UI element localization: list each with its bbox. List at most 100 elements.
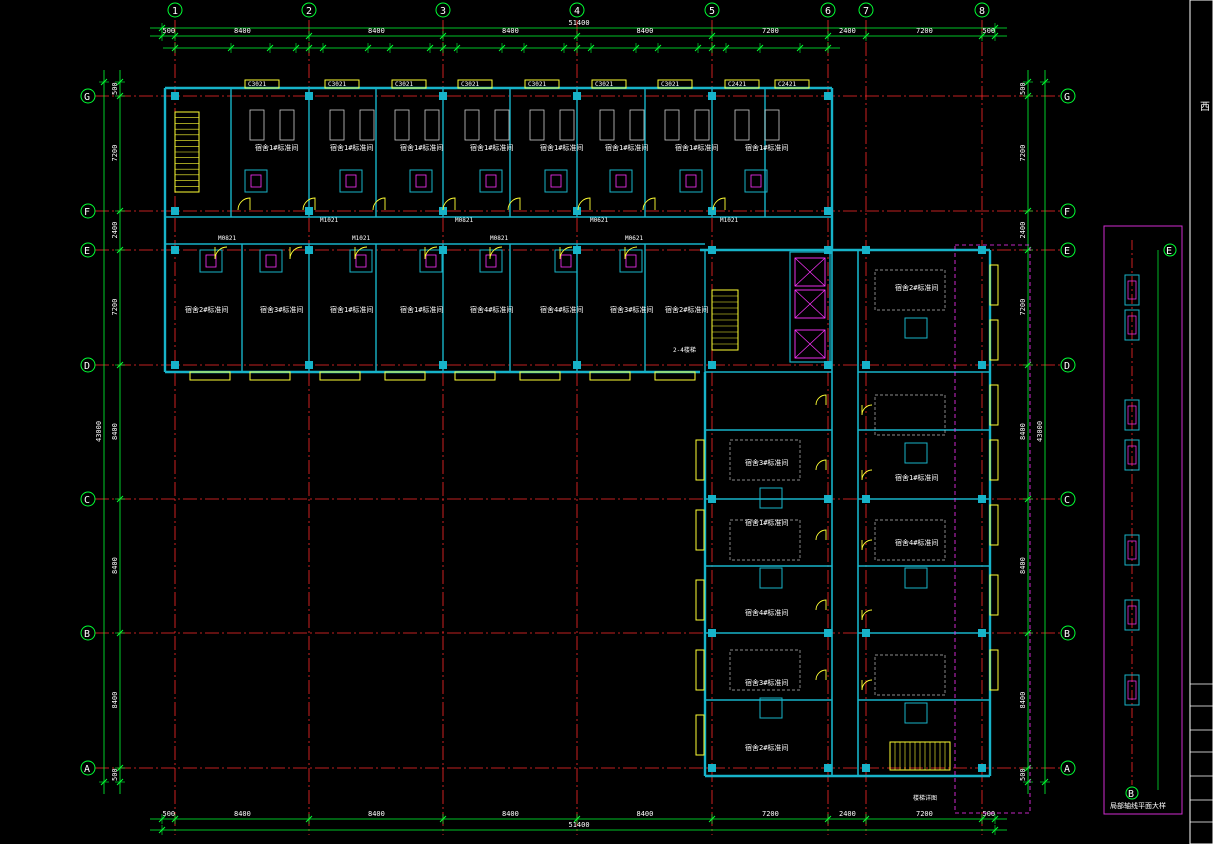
detail-panel-title: 局部轴线平面大样	[1110, 801, 1166, 810]
bathroom-pod-4	[544, 169, 568, 193]
axis-label-left-C: C	[84, 495, 90, 506]
dim-top-overall-label: 51400	[569, 19, 590, 27]
bathroom-pod-ew-0	[904, 317, 928, 339]
detail-fixture-4	[1127, 540, 1137, 560]
window-ew-west-3	[695, 649, 705, 691]
dim-bottom-overall-label: 51400	[569, 821, 590, 829]
bathroom-pod-10	[349, 249, 373, 273]
column	[708, 361, 716, 369]
window-tag-6: C3021	[661, 81, 679, 88]
dim-left-bays-label: 2400	[111, 222, 119, 239]
door-ew-west-1	[815, 459, 827, 471]
door-north-2	[372, 197, 386, 211]
dim-top-bays-label: 7200	[916, 27, 933, 35]
door-south-3	[424, 246, 438, 260]
column	[171, 246, 179, 254]
furniture-group-0	[874, 269, 946, 311]
bathroom-pod-6	[679, 169, 703, 193]
axis-label-left-A: A	[84, 764, 90, 775]
column	[708, 246, 716, 254]
door-ew-west-4	[815, 669, 827, 681]
dim-bottom-bays-label: 500	[983, 810, 996, 818]
window-north-7	[724, 79, 760, 89]
door-north-0	[237, 197, 251, 211]
column	[978, 764, 986, 772]
column	[305, 92, 313, 100]
column	[439, 207, 447, 215]
door-ew-east-1	[861, 469, 873, 481]
column	[824, 246, 832, 254]
axis-label-right-C: C	[1064, 495, 1070, 506]
window-south-1	[249, 371, 291, 381]
column	[305, 246, 313, 254]
toilet-fixture-9	[265, 254, 277, 268]
dim-right-bays-label: 2400	[1019, 222, 1027, 239]
axis-bubble-left-E	[80, 242, 96, 258]
window-north-8	[774, 79, 810, 89]
room-label-10: 宿舍1#标准间	[330, 305, 373, 314]
furniture-group-1	[874, 394, 946, 436]
window-south-2	[319, 371, 361, 381]
dim-bottom-bays-label: 8400	[368, 810, 385, 818]
axis-label-5: 5	[709, 6, 715, 17]
window-north-5	[591, 79, 627, 89]
toilet-fixture-14	[625, 254, 637, 268]
axis-label-3: 3	[440, 6, 446, 17]
axis-bubble-left-C	[80, 491, 96, 507]
column	[862, 495, 870, 503]
room-label-13: 宿舍4#标准间	[540, 305, 583, 314]
bed-5	[599, 109, 615, 141]
window-ew-west-0	[695, 439, 705, 481]
bathroom-pod-0	[244, 169, 268, 193]
window-ew-west-4	[695, 714, 705, 756]
window-ew-east-0	[989, 264, 999, 306]
toilet-fixture-3	[485, 174, 497, 188]
axis-bubble-left-A	[80, 760, 96, 776]
dim-top-bays-label: 8400	[234, 27, 251, 35]
axis-bubble-3	[435, 2, 451, 18]
door-south-4	[489, 246, 503, 260]
room-label-ew-3: 宿舍1#标准间	[745, 518, 788, 527]
column	[978, 246, 986, 254]
axis-label-left-F: F	[84, 207, 90, 218]
column	[573, 207, 581, 215]
room-label-7: 宿舍1#标准间	[745, 143, 788, 152]
column	[824, 92, 832, 100]
elevator-cross	[794, 257, 826, 287]
column	[573, 92, 581, 100]
detail-fixture-3	[1127, 445, 1137, 465]
detail-pod-3	[1124, 439, 1140, 471]
axis-bubble-right-D	[1060, 357, 1076, 373]
bed-2	[394, 109, 410, 141]
bathroom-pod-11	[419, 249, 443, 273]
detail-axis-bubble-top	[1163, 243, 1177, 257]
toilet-fixture-10	[355, 254, 367, 268]
window-ew-east-1	[989, 319, 999, 361]
column	[708, 629, 716, 637]
bed-b-4	[559, 109, 575, 141]
room-label-ew-4: 宿舍4#标准间	[895, 538, 938, 547]
bed-0	[249, 109, 265, 141]
elevator-core	[789, 251, 831, 363]
axis-label-2: 2	[306, 6, 312, 17]
room-label-4: 宿舍1#标准间	[540, 143, 583, 152]
bathroom-pod-ew-1	[904, 442, 928, 464]
dim-top-bays-label: 7200	[762, 27, 779, 35]
dim-right-bays-label: 8400	[1019, 692, 1027, 709]
dim-right-bays-label: 8400	[1019, 557, 1027, 574]
detail-fixture-1	[1127, 315, 1137, 335]
door-tag-6: M0821	[490, 235, 508, 242]
dim-right-bays-label: 500	[1019, 82, 1027, 95]
door-north-3	[442, 197, 456, 211]
toilet-fixture-0	[250, 174, 262, 188]
window-north-0	[244, 79, 280, 89]
bathroom-pod-13	[554, 249, 578, 273]
axis-label-right-B: B	[1064, 629, 1070, 640]
door-ew-east-3	[861, 609, 873, 621]
room-label-ew-1: 宿舍3#标准间	[745, 458, 788, 467]
dim-bottom-bays-label: 7200	[762, 810, 779, 818]
bathroom-pod-ew-6	[759, 697, 783, 719]
dim-left-bays-label: 7200	[111, 145, 119, 162]
window-south-3	[384, 371, 426, 381]
column	[573, 361, 581, 369]
